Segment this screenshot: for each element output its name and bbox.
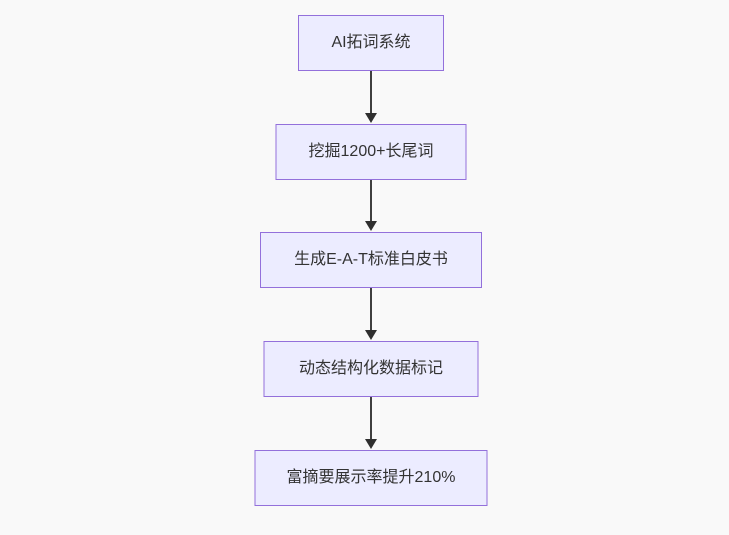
arrow-line [370,71,372,113]
node-label: 动态结构化数据标记 [298,360,443,377]
flowchart-node-eat-whitepaper: 生成E-A-T标准白皮书 [260,232,482,288]
arrowhead-down-icon [365,221,377,231]
arrowhead-down-icon [365,439,377,449]
flowchart-node-structured-data-markup: 动态结构化数据标记 [263,341,479,397]
node-label: 生成E-A-T标准白皮书 [294,251,448,268]
arrow-line [370,288,372,330]
node-label: 挖掘1200+长尾词 [308,143,434,160]
flow-arrow-2 [365,180,377,231]
flow-arrow-4 [365,397,377,449]
flowchart-node-ai-word-expansion: AI拓词系统 [298,15,444,71]
node-label: 富摘要展示率提升210% [286,469,456,486]
flow-arrow-3 [365,288,377,340]
arrow-line [370,397,372,439]
node-label: AI拓词系统 [331,34,411,51]
flowchart-node-longtail-mining: 挖掘1200+长尾词 [275,124,467,180]
arrowhead-down-icon [365,113,377,123]
flowchart-node-rich-snippet-uplift: 富摘要展示率提升210% [254,450,488,506]
arrow-line [370,180,372,221]
flow-arrow-1 [365,71,377,123]
arrowhead-down-icon [365,330,377,340]
